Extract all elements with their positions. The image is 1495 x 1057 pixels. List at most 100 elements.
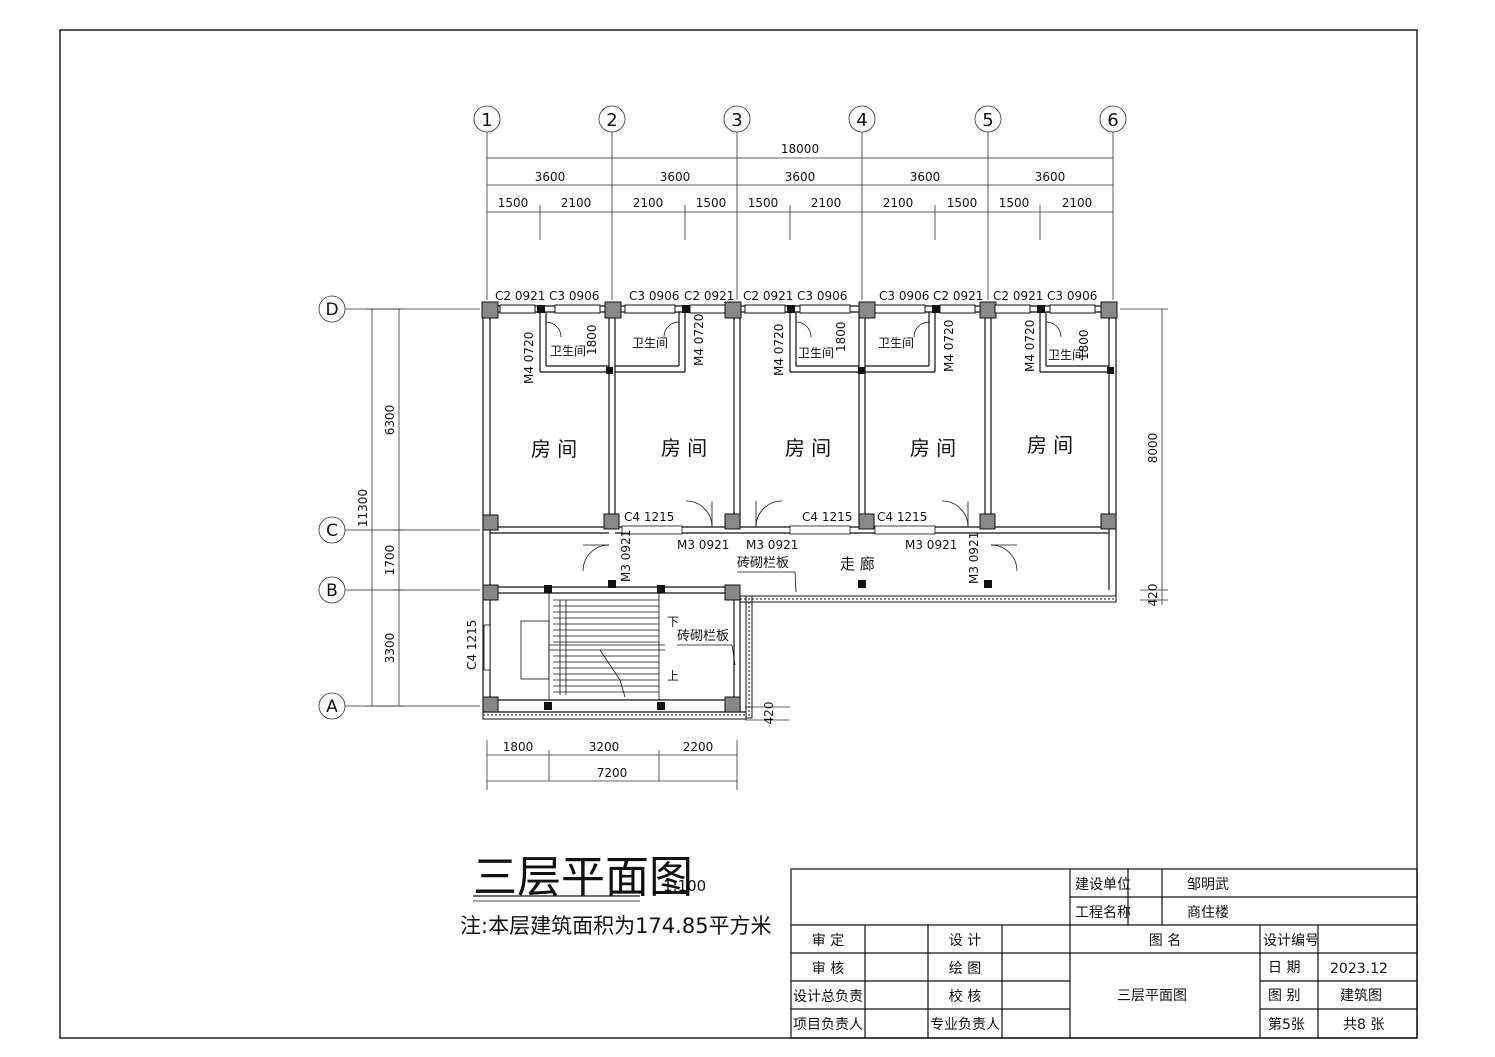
bathroom-doors	[545, 321, 1062, 338]
dim-top-sub-8: 1500	[947, 196, 978, 210]
bath-depth-2: 1800	[834, 321, 848, 352]
dim-top-total: 18000	[781, 142, 819, 156]
bottom-dimensions: 1800 3200 2200 7200 420	[486, 702, 790, 790]
window-label-1: C2 0921	[495, 289, 545, 303]
walls	[482, 305, 1117, 713]
corridor-doors	[582, 500, 1018, 572]
dim-top-sub-10: 2100	[1062, 196, 1093, 210]
m4-label-5: M4 0720	[1023, 320, 1037, 372]
tb-date-label: 日 期	[1268, 960, 1300, 976]
room-label-4: 房 间	[910, 436, 956, 460]
dim-top-sub-7: 2100	[883, 196, 914, 210]
window-label-10: C3 0906	[1047, 289, 1097, 303]
dim-right-wall: 420	[1146, 584, 1160, 607]
tb-role-pm: 项目负责人	[793, 1017, 863, 1033]
tb-design-no-label: 设计编号	[1263, 933, 1319, 949]
axis-label-3: 3	[731, 110, 742, 131]
dim-top-sub-6: 2100	[811, 196, 842, 210]
tb-role-check: 校 核	[949, 988, 981, 1005]
dim-top-bay-3: 3600	[785, 170, 816, 184]
dim-top-sub-1: 1500	[498, 196, 529, 210]
bathroom-labels: 卫生间 卫生间 卫生间 卫生间 卫生间	[550, 336, 1084, 362]
dim-top-sub-5: 1500	[748, 196, 779, 210]
room-labels: 房 间 房 间 房 间 房 间 房 间	[531, 433, 1073, 461]
top-dimensions: 18000 3600 3600 3600 3600 3600 1500 2100…	[487, 142, 1113, 240]
row-axis-labels: D C B A	[325, 300, 338, 717]
column-axis-labels: 1 2 3 4 5 6	[481, 110, 1118, 131]
window-label-8: C2 0921	[933, 289, 983, 303]
bath-depth-3: 1800	[1077, 329, 1091, 360]
dim-top-sub-2: 2100	[561, 196, 592, 210]
tb-client-label: 建设单位	[1075, 877, 1131, 893]
axis-label-2: 2	[606, 110, 617, 131]
window-label-9: C2 0921	[993, 289, 1043, 303]
axis-label-b: B	[326, 581, 338, 601]
bathroom-label-3: 卫生间	[798, 346, 834, 360]
tb-role-design: 设 计	[949, 933, 981, 949]
dim-left-part-1: 6300	[383, 405, 397, 436]
window-label-7: C3 0906	[879, 289, 929, 303]
right-dimensions: 8000 420	[1120, 308, 1168, 607]
tb-client-value: 邹明武	[1187, 877, 1229, 893]
m4-label-4: M4 0720	[942, 320, 956, 372]
title-scale: 1:100	[663, 877, 706, 895]
left-dimensions: 11300 6300 1700 3300	[356, 308, 405, 707]
axis-label-d: D	[325, 300, 338, 320]
dim-top-sub-4: 1500	[696, 196, 727, 210]
dim-left-part-3: 3300	[383, 633, 397, 664]
tb-role-draw: 绘 图	[949, 961, 981, 977]
tb-role-lead: 专业负责人	[930, 1017, 1000, 1033]
room-label-1: 房 间	[531, 437, 577, 461]
c4-label-2: C4 1215	[802, 510, 852, 524]
dim-top-bay-5: 3600	[1035, 170, 1066, 184]
window-label-3: C3 0906	[629, 289, 679, 303]
window-label-4: C2 0921	[684, 289, 734, 303]
tb-role-approve: 审 定	[812, 933, 844, 949]
dim-left-total: 11300	[356, 489, 370, 527]
parapet-label-1: 砖砌栏板	[737, 556, 789, 571]
dim-bottom-part-1: 1800	[503, 740, 534, 754]
drawing-title: 三层平面图 1:100 注:本层建筑面积为174.85平方米	[460, 852, 772, 938]
axis-label-c: C	[326, 521, 338, 541]
tb-sheet-name-label: 图 名	[1149, 933, 1181, 949]
dim-bottom-part-2: 3200	[589, 740, 620, 754]
stair-labels: 下 上	[667, 615, 679, 683]
tb-sheet-total: 共8 张	[1343, 1017, 1384, 1033]
window-label-2: C3 0906	[549, 289, 599, 303]
room-label-2: 房 间	[661, 436, 707, 460]
tb-project-value: 商住楼	[1187, 905, 1229, 921]
dim-top-bay-1: 3600	[535, 170, 566, 184]
bathroom-label-5: 卫生间	[1048, 348, 1084, 362]
tb-category-value: 建筑图	[1340, 988, 1382, 1004]
bath-depth-1: 1800	[585, 324, 599, 355]
bathroom-label-2: 卫生间	[632, 336, 668, 350]
dim-top-sub-3: 2100	[633, 196, 664, 210]
m3-label-1: M3 0921	[677, 538, 729, 552]
axis-label-5: 5	[982, 110, 993, 131]
dim-bottom-total: 7200	[597, 766, 628, 780]
stair-down-label: 下	[667, 615, 679, 629]
axis-label-6: 6	[1107, 110, 1118, 131]
title-block: 建设单位 邹明武 工程名称 商住楼 图 名 三层平面图 设计编号 日 期 202…	[790, 868, 1418, 1039]
tb-date-value: 2023.12	[1330, 961, 1388, 977]
m4-labels: M4 0720 M4 0720 M4 0720 M4 0720 M4 0720 …	[522, 314, 1091, 384]
drawing-frame	[59, 29, 1418, 1039]
corridor-openings	[483, 525, 936, 671]
bathroom-label-1: 卫生间	[550, 344, 586, 358]
windows-top	[499, 304, 1096, 314]
m4-label-2: M4 0720	[692, 314, 706, 366]
room-label-3: 房 间	[785, 436, 831, 460]
axis-label-1: 1	[481, 110, 492, 131]
m3-label-3: M3 0921	[905, 538, 957, 552]
dim-top-bay-4: 3600	[910, 170, 941, 184]
axis-label-4: 4	[856, 110, 867, 131]
leader-lines	[677, 571, 797, 666]
corridor-label: 走 廊	[840, 555, 875, 573]
tb-sheet-name-value: 三层平面图	[1117, 988, 1187, 1004]
c4-label-stair: C4 1215	[465, 620, 479, 670]
tb-role-review: 审 核	[812, 961, 844, 977]
window-labels-top: C2 0921 C3 0906 C3 0906 C2 0921 C2 0921 …	[495, 289, 1097, 303]
m3-label-4: M3 0921	[619, 530, 633, 582]
axis-label-a: A	[326, 697, 338, 717]
